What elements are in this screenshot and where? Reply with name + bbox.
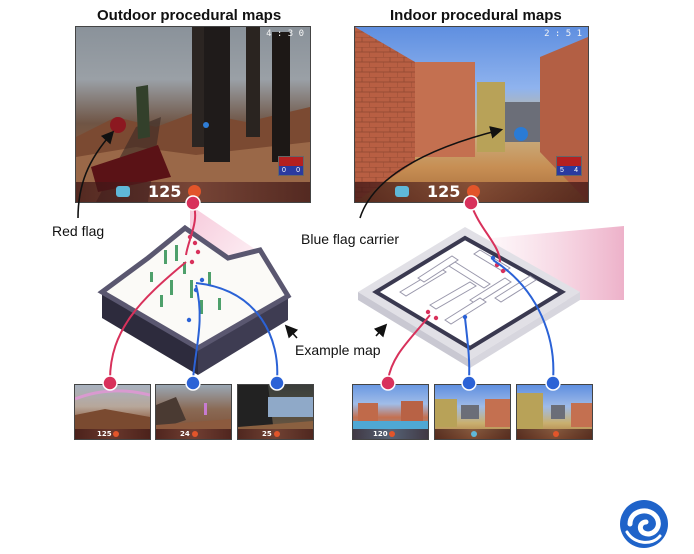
outdoor-timer: 4 : 3 0	[266, 29, 304, 39]
health-icon	[188, 185, 201, 198]
outdoor-thumb-2: 24	[156, 385, 231, 439]
outdoor-example-map	[97, 224, 292, 375]
indoor-thumb-3	[517, 385, 592, 439]
indoor-thumb-1-score: 120	[373, 430, 388, 438]
indoor-team-red-score: 5	[560, 167, 564, 174]
outdoor-connectors	[109, 203, 279, 381]
red-flag-label: Red flag	[52, 223, 105, 239]
blue-flag-carrier-label: Blue flag carrier	[301, 231, 400, 247]
outdoor-main-marker	[185, 195, 201, 211]
outdoor-team-red-score: 0	[282, 167, 286, 174]
indoor-example-map	[358, 227, 580, 368]
indoor-hud: 125	[355, 182, 588, 202]
indoor-thumb-2	[435, 385, 510, 439]
indoor-team-blue-score: 4	[574, 167, 578, 174]
outdoor-thumb-1-score: 125	[97, 430, 112, 438]
outdoor-thumb-3: 25	[238, 385, 313, 439]
blue-flag-carrier-arrow	[359, 126, 504, 219]
indoor-main-marker	[463, 195, 479, 211]
red-flag-arrow	[77, 130, 115, 219]
indoor-team-score: 5 4	[556, 156, 582, 176]
flag-icon	[116, 186, 130, 197]
outdoor-game-view: 4 : 3 0 0 0 125	[76, 27, 310, 202]
example-map-arrow-right	[373, 323, 388, 338]
indoor-score: 125	[427, 182, 461, 201]
outdoor-thumb-1: 125	[75, 385, 150, 439]
indoor-game-view: 2 : 5 1 5 4 125	[355, 27, 588, 202]
outdoor-team-blue-score: 0	[296, 167, 300, 174]
outdoor-thumb-3-score: 25	[262, 430, 272, 438]
outdoor-thumb-2-score: 24	[180, 430, 190, 438]
indoor-heading: Indoor procedural maps	[390, 7, 562, 24]
outdoor-heading: Outdoor procedural maps	[97, 7, 282, 24]
outdoor-scene-art	[76, 27, 310, 202]
flag-icon	[395, 186, 409, 197]
indoor-timer: 2 : 5 1	[544, 29, 582, 39]
health-icon	[467, 185, 480, 198]
example-map-arrow-left	[284, 324, 299, 339]
outdoor-score: 125	[148, 182, 182, 201]
outdoor-hud: 125	[76, 182, 310, 202]
outdoor-team-score: 0 0	[278, 156, 304, 176]
indoor-connectors	[387, 203, 555, 381]
example-map-label: Example map	[295, 342, 381, 358]
indoor-thumb-1: 120	[353, 385, 428, 439]
